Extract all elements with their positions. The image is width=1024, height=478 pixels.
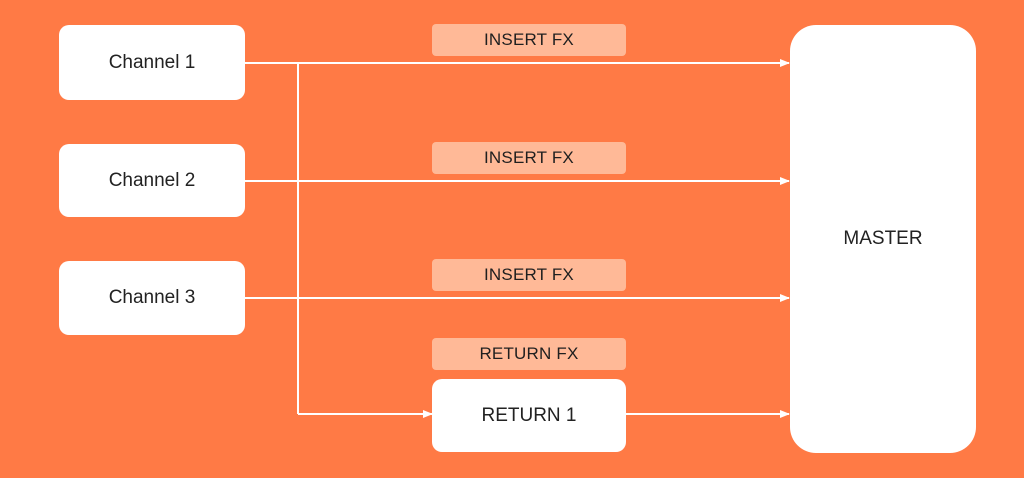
insert-fx-1-text: INSERT FX	[484, 30, 574, 49]
channel-1-label: Channel 1	[108, 51, 196, 73]
master-label: MASTER	[843, 228, 923, 249]
return-1-label: RETURN 1	[481, 404, 577, 426]
channel-3-box: Channel 3	[59, 261, 245, 335]
insert-fx-3-text: INSERT FX	[484, 265, 574, 284]
insert-fx-3-label: INSERT FX	[432, 259, 626, 291]
master-box: MASTER	[790, 25, 976, 453]
channel-2-label: Channel 2	[108, 169, 196, 191]
return-1-box: RETURN 1	[432, 379, 626, 452]
return-fx-text: RETURN FX	[479, 344, 579, 363]
insert-fx-1-label: INSERT FX	[432, 24, 626, 56]
channel-2-box: Channel 2	[59, 144, 245, 217]
insert-fx-2-text: INSERT FX	[484, 148, 574, 167]
insert-fx-2-label: INSERT FX	[432, 142, 626, 174]
channel-3-label: Channel 3	[108, 287, 196, 308]
return-fx-label: RETURN FX	[432, 338, 626, 370]
channel-1-box: Channel 1	[59, 25, 245, 100]
